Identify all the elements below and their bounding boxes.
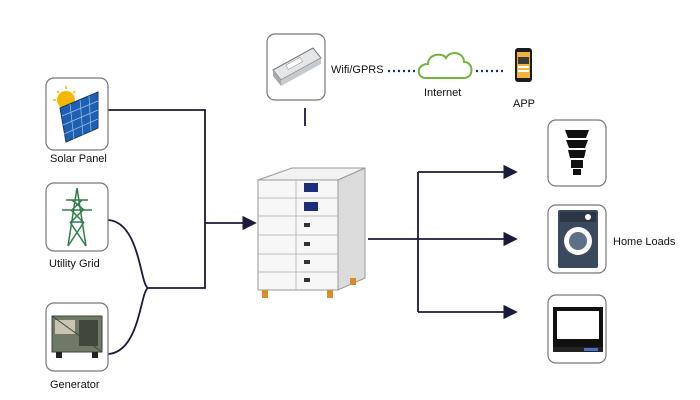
wifi-gprs-label: Wifi/GPRS	[331, 64, 384, 76]
generator-connector	[107, 287, 149, 355]
smartphone-icon	[515, 48, 532, 82]
grid-connector	[107, 219, 149, 289]
output-connectors	[368, 164, 518, 320]
utility-tower-icon	[62, 187, 92, 247]
solar-panel-box	[45, 77, 109, 151]
washing-machine-icon	[558, 210, 598, 268]
utility-grid-box	[45, 182, 109, 252]
generator-label: Generator	[50, 379, 100, 391]
wifi-module-box	[266, 33, 326, 101]
solar-connector	[108, 109, 206, 223]
input-connectors	[107, 108, 306, 355]
utility-grid-label: Utility Grid	[49, 258, 100, 270]
tv-box	[547, 294, 607, 364]
light-bulb-icon	[565, 130, 589, 175]
solar-panel-label: Solar Panel	[50, 153, 107, 165]
generator-icon	[51, 315, 103, 358]
wifi-dongle-icon	[272, 47, 322, 86]
battery-cabinet	[257, 167, 366, 298]
tv-icon	[553, 307, 603, 352]
generator-box	[45, 302, 109, 372]
light-bulb-box	[547, 119, 607, 187]
internet-label: Internet	[424, 87, 462, 99]
internet-cloud-icon	[417, 52, 473, 79]
solar-panel-icon	[53, 86, 99, 143]
merge-connector	[148, 223, 206, 289]
washing-machine-box	[547, 204, 607, 274]
home-loads-label: Home Loads	[613, 236, 676, 248]
app-label: APP	[513, 98, 536, 110]
